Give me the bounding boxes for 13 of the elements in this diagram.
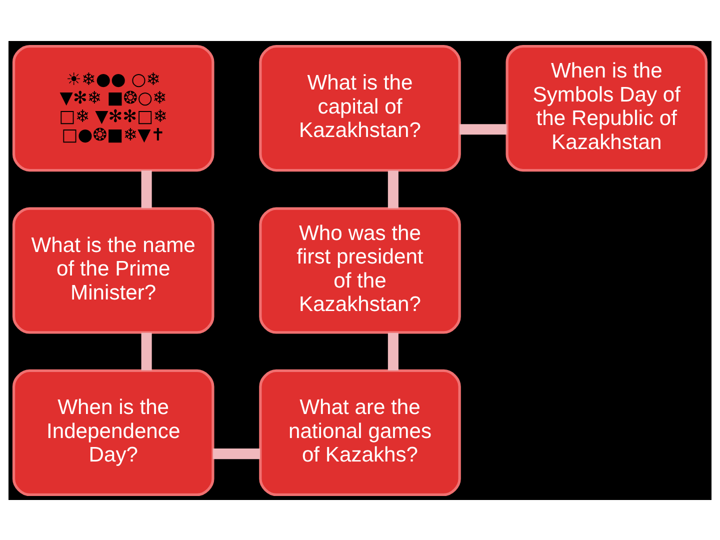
connector (460, 124, 507, 134)
node-box: ☀❄●● ○❄ ▼✻❄ ■❂○❄ □❄ ▼✻✻□❄ □●❂■❄▼✝ (12, 44, 214, 172)
connector (212, 448, 260, 459)
connector (141, 170, 152, 208)
node-box: What is the capital of Kazakhstan? (259, 44, 461, 172)
connector (141, 332, 152, 370)
node-box: What is the name of the Prime Minister? (12, 206, 214, 334)
node-box: When is the Independence Day? (12, 368, 214, 496)
node-box: Who was the first president of the Kazakhstan? (259, 206, 461, 334)
connector (388, 332, 398, 370)
node-box: When is the Symbols Day of the Republic of Kazakhstan (506, 44, 708, 172)
node-box: What are the national games of Kazakhs? (259, 368, 461, 496)
connector (388, 170, 398, 208)
